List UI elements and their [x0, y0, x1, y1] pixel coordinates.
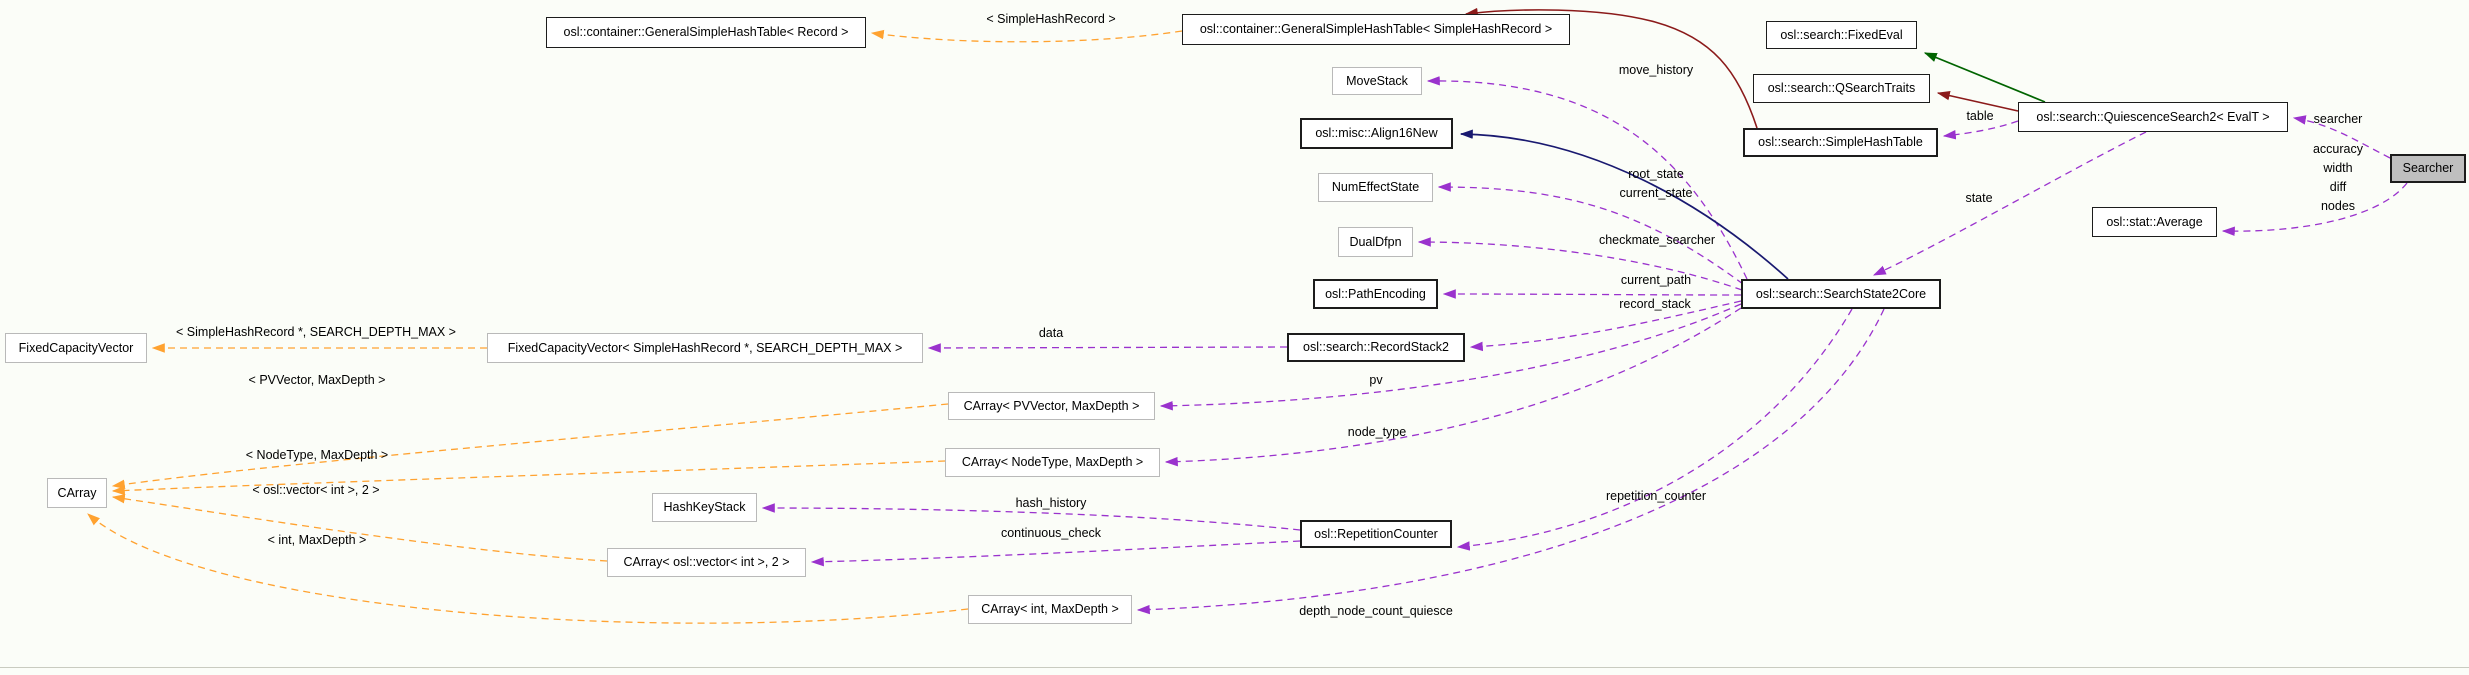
edge-label-use-average: accuracy width diff nodes [2312, 142, 2364, 213]
class-node-fcv-shr: FixedCapacityVector< SimpleHashRecord *,… [487, 333, 923, 363]
edge-use-states [1437, 182, 1744, 285]
edge-use-searcher [2292, 115, 2391, 159]
edge-label-use-checkmate: checkmate_searcher [1598, 233, 1716, 247]
edge-label-template-carray-int: < int, MaxDepth > [267, 533, 367, 547]
edge-label-use-data: data [1038, 326, 1064, 340]
edge-label-use-searcher: searcher [2313, 112, 2363, 126]
class-node-numeffectstate: NumEffectState [1318, 173, 1433, 202]
edge-label-use-hash-history: hash_history [1015, 496, 1087, 510]
edge-use-continuous-check [810, 540, 1301, 567]
edge-label-use-node-type: node_type [1347, 425, 1407, 439]
edge-label-use-current-path: current_path [1620, 273, 1692, 287]
edge-use-table [1942, 120, 2019, 140]
edge-use-hash-history [761, 503, 1301, 531]
edge-label-use-record-stack: record_stack [1619, 297, 1691, 311]
edge-label-template-carray-pv: < PVVector, MaxDepth > [248, 373, 386, 387]
edge-use-repetition [1456, 308, 1853, 551]
edge-label-template-carray-nodetype: < NodeType, MaxDepth > [245, 448, 389, 462]
class-node-align16new[interactable]: osl::misc::Align16New [1300, 118, 1453, 149]
edge-use-checkmate [1417, 237, 1743, 291]
class-node-ght-record[interactable]: osl::container::GeneralSimpleHashTable< … [546, 17, 866, 48]
class-node-carray: CArray [47, 478, 107, 508]
class-node-movestack: MoveStack [1332, 67, 1422, 95]
class-node-pathencoding[interactable]: osl::PathEncoding [1313, 279, 1438, 309]
edge-use-node-type [1164, 307, 1742, 467]
edge-use-average [2221, 182, 2408, 236]
class-node-ght-shr[interactable]: osl::container::GeneralSimpleHashTable< … [1182, 14, 1570, 45]
edge-inherit-ghtshr [1464, 7, 1758, 129]
edge-label-use-continuous-check: continuous_check [1000, 526, 1102, 540]
class-node-repetitioncounter[interactable]: osl::RepetitionCounter [1300, 520, 1452, 548]
class-node-recordstack2[interactable]: osl::search::RecordStack2 [1287, 333, 1465, 362]
edge-use-state [1872, 131, 2147, 276]
edge-template-ght [870, 29, 1183, 43]
edge-inherit-align16new [1459, 129, 1789, 280]
class-node-carray-vector: CArray< osl::vector< int >, 2 > [607, 548, 806, 577]
class-node-carray-nodetype: CArray< NodeType, MaxDepth > [945, 448, 1160, 477]
edge-template-carray-pv [111, 403, 949, 489]
class-node-searchstate2core[interactable]: osl::search::SearchState2Core [1741, 279, 1941, 309]
edge-label-template-fcv: < SimpleHashRecord *, SEARCH_DEPTH_MAX > [176, 325, 456, 339]
edge-use-data [927, 343, 1288, 353]
class-node-quiescence[interactable]: osl::search::QuiescenceSearch2< EvalT > [2018, 102, 2288, 132]
class-node-searcher: Searcher [2390, 154, 2466, 183]
edge-inherit-fixedeval [1923, 52, 2046, 103]
class-node-carray-int: CArray< int, MaxDepth > [968, 595, 1132, 624]
class-node-average[interactable]: osl::stat::Average [2092, 207, 2217, 237]
class-node-fcv: FixedCapacityVector [5, 333, 147, 363]
class-node-dualdfpn: DualDfpn [1338, 227, 1413, 257]
edge-label-use-states: root_state current_state [1619, 167, 1693, 200]
edge-label-template-carray-vector: < osl::vector< int >, 2 > [252, 483, 380, 497]
edge-label-use-depth: depth_node_count_quiesce [1299, 604, 1453, 618]
edge-template-carray-nodetype [111, 460, 946, 496]
page-divider [0, 667, 2469, 668]
edge-template-carray-int [87, 513, 969, 624]
edge-use-current-path [1442, 289, 1742, 299]
class-node-hashkeystack: HashKeyStack [652, 493, 757, 522]
class-node-simplehashtable[interactable]: osl::search::SimpleHashTable [1743, 128, 1938, 157]
edge-use-depth [1136, 308, 1885, 615]
class-node-carray-pv: CArray< PVVector, MaxDepth > [948, 392, 1155, 420]
edge-label-use-state: state [1965, 191, 1993, 205]
edge-label-use-move-history: move_history [1618, 63, 1694, 77]
edge-use-record-stack [1469, 300, 1742, 352]
class-node-fixedeval[interactable]: osl::search::FixedEval [1766, 21, 1917, 49]
edge-use-pv [1159, 303, 1742, 411]
edge-template-carray-vector [111, 494, 608, 562]
edge-label-template-ght: < SimpleHashRecord > [986, 12, 1116, 26]
edge-label-use-pv: pv [1369, 373, 1383, 387]
edge-label-use-repetition: repetition_counter [1605, 489, 1707, 503]
edge-use-move-history [1426, 76, 1748, 280]
edge-inherit-qsearchtraits [1936, 90, 2019, 112]
class-node-qsearchtraits[interactable]: osl::search::QSearchTraits [1753, 74, 1930, 103]
edge-label-use-table: table [1966, 109, 1994, 123]
